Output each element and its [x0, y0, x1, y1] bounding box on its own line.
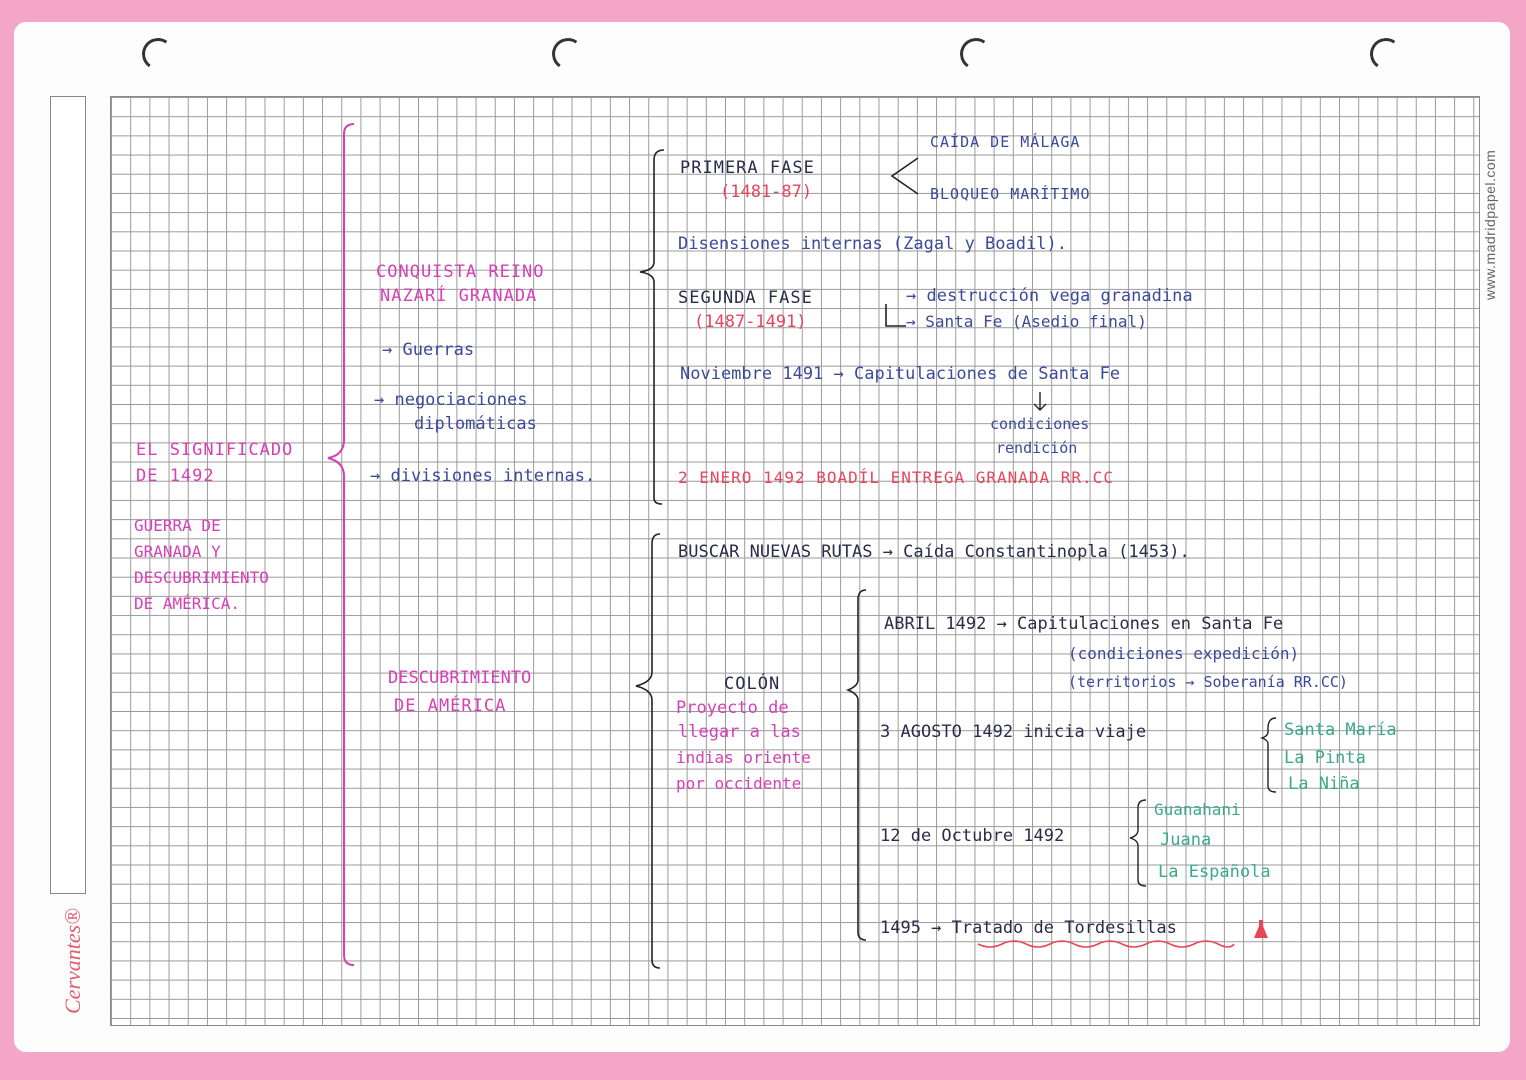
lugar-item: Juana	[1160, 830, 1212, 850]
primera-fase-years: (1481-87)	[720, 182, 813, 202]
root-subtitle-line: DE AMÉRICA.	[134, 594, 240, 613]
segunda-fase-b: → Santa Fe (Asedio final)	[906, 312, 1147, 331]
barco-item: La Pinta	[1284, 748, 1366, 768]
abril-text: (territorios → Soberanía RR.CC)	[1068, 673, 1348, 691]
tratado-text: 1495 → Tratado de Tordesillas	[880, 918, 1177, 938]
primera-fase-b: BLOQUEO MARÍTIMO	[930, 185, 1091, 203]
colon-name: COLÓN	[724, 674, 781, 694]
root-title-line: EL SIGNIFICADO	[136, 440, 294, 460]
conquista-item: diplomáticas	[414, 414, 537, 434]
lugar-item: Guanahani	[1154, 800, 1241, 819]
grid-paper	[110, 96, 1480, 1026]
conquista-item: → Guerras	[382, 340, 475, 360]
agosto-text: 3 AGOSTO 1492 inicia viaje	[880, 722, 1147, 742]
descubrimiento-heading: DE AMÉRICA	[394, 696, 507, 716]
conquista-item: → negociaciones	[374, 390, 528, 410]
cervantes-logo: Cervantes®	[38, 904, 98, 1024]
barco-item: Santa María	[1284, 720, 1397, 740]
lugar-item: La Española	[1158, 862, 1271, 882]
noviembre-text: Noviembre 1491 → Capitulaciones de Santa…	[680, 364, 1121, 384]
enero-text: 2 ENERO 1492 BOADÍL ENTREGA GRANADA RR.C…	[678, 468, 1114, 487]
root-subtitle-line: GRANADA Y	[134, 542, 221, 561]
margin-box	[50, 96, 86, 894]
abril-text: (condiciones expedición)	[1068, 644, 1300, 663]
svg-text:Cervantes®: Cervantes®	[60, 908, 85, 1014]
descubrimiento-heading: DESCUBRIMIENTO	[388, 668, 532, 688]
segunda-fase-label: SEGUNDA FASE	[678, 288, 813, 308]
colon-proyecto: indias oriente	[676, 748, 811, 767]
condiciones-text: condiciones	[990, 415, 1090, 433]
root-subtitle-line: GUERRA DE	[134, 516, 221, 535]
colon-proyecto: por occidente	[676, 774, 802, 793]
primera-fase-label: PRIMERA FASE	[680, 158, 815, 178]
abril-text: ABRIL 1492 → Capitulaciones en Santa Fe	[884, 614, 1284, 634]
conquista-heading: NAZARÍ GRANADA	[380, 286, 538, 306]
octubre-text: 12 de Octubre 1492	[880, 826, 1065, 846]
root-title-line: DE 1492	[136, 466, 215, 486]
rutas-text: BUSCAR NUEVAS RUTAS → Caída Constantinop…	[678, 542, 1190, 562]
conquista-heading: CONQUISTA REINO	[376, 262, 545, 282]
conquista-item: → divisiones internas.	[370, 466, 596, 486]
segunda-fase-a: → destrucción vega granadina	[906, 286, 1193, 306]
disensiones-text: Disensiones internas (Zagal y Boadil).	[678, 234, 1067, 254]
root-subtitle-line: DESCUBRIMIENTO	[134, 568, 269, 587]
colon-proyecto: Proyecto de	[676, 698, 789, 718]
flask-doodle-icon	[1254, 920, 1268, 938]
primera-fase-a: CAÍDA DE MÁLAGA	[930, 133, 1081, 151]
condiciones-text: rendición	[996, 439, 1078, 457]
segunda-fase-years: (1487-1491)	[694, 312, 807, 332]
colon-proyecto: llegar a las	[678, 722, 801, 742]
barco-item: La Niña	[1288, 774, 1360, 794]
